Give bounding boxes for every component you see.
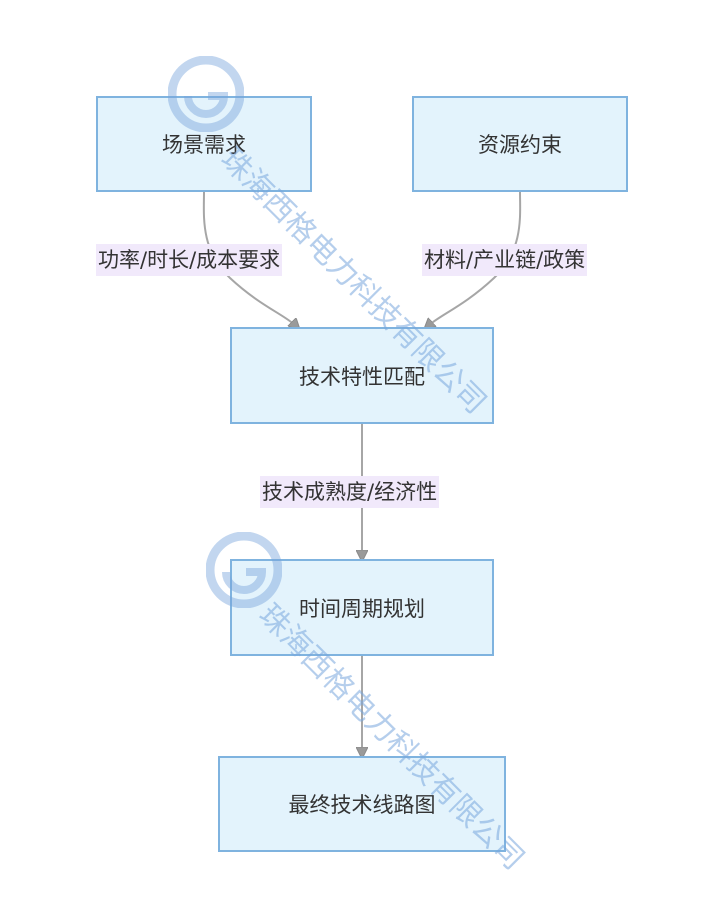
edge-resource-to-match (428, 191, 522, 326)
edge-demand-to-match (202, 191, 296, 326)
edge-label-match-to-timeline: 技术成熟度/经济性 (260, 476, 440, 508)
node-final-roadmap: 最终技术线路图 (218, 756, 506, 852)
node-scene-demand: 场景需求 (96, 96, 312, 192)
node-timeline-plan: 时间周期规划 (230, 559, 494, 656)
node-resource-constraint: 资源约束 (412, 96, 628, 192)
edge-label-demand-to-match: 功率/时长/成本要求 (96, 244, 283, 276)
edge-label-resource-to-match: 材料/产业链/政策 (422, 244, 588, 276)
watermark-logo-icon (206, 532, 282, 608)
node-tech-match: 技术特性匹配 (230, 327, 494, 424)
watermark-logo-icon (168, 56, 244, 132)
